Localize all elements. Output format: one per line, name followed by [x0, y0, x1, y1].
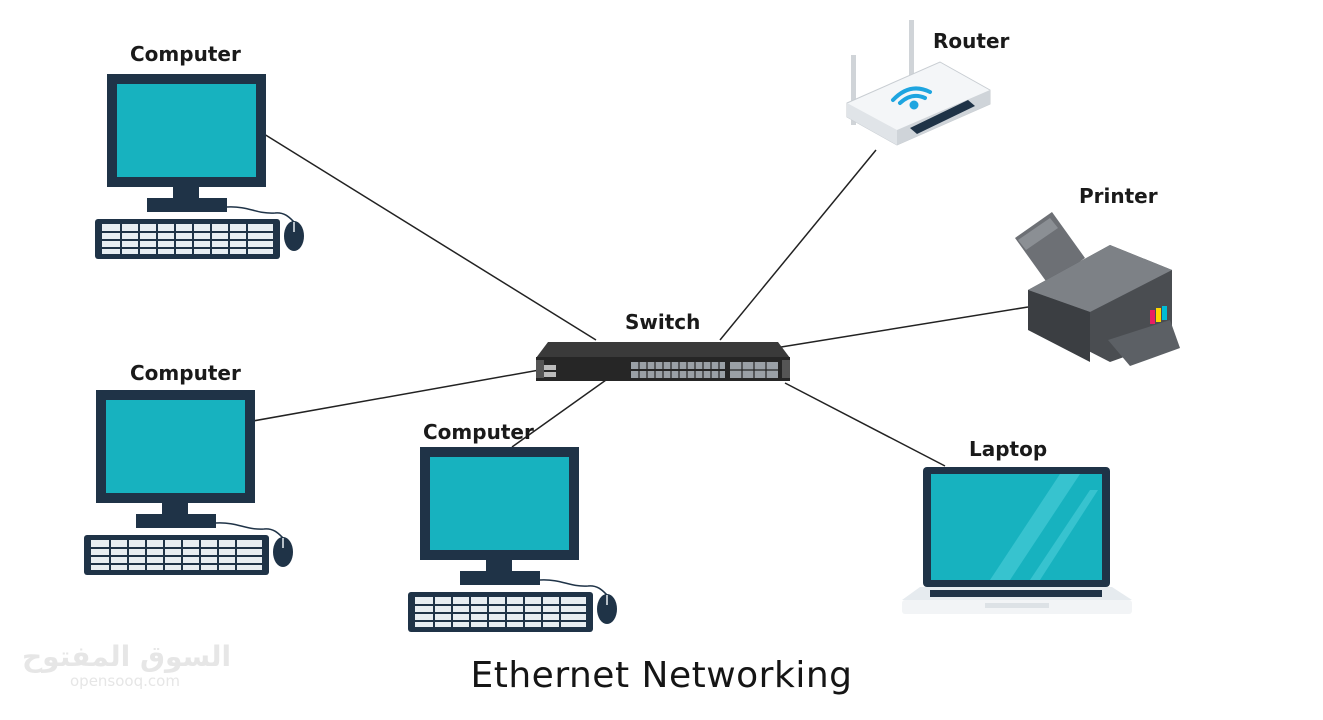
node-label-switch: Switch: [625, 310, 701, 334]
diagram-title: Ethernet Networking: [470, 655, 853, 696]
node-label-laptop: Laptop: [969, 437, 1048, 461]
link-computer-bottom: [511, 379, 607, 448]
computer-icon: [95, 74, 304, 259]
link-router: [719, 149, 877, 341]
router-icon: [846, 20, 991, 146]
wifi-icon: [891, 86, 932, 110]
node-label-computer-bottom: Computer: [423, 420, 534, 444]
computer-icon: [84, 390, 293, 575]
node-label-computer-top-left: Computer: [130, 42, 241, 66]
laptop-icon: [902, 467, 1132, 614]
computer-icon: [408, 447, 617, 632]
switch-icon: [536, 342, 790, 381]
link-laptop: [784, 382, 946, 467]
node-label-printer: Printer: [1079, 184, 1158, 208]
watermark-latin: opensooq.com: [70, 672, 180, 690]
link-computer-mid-left: [252, 368, 546, 422]
connection-lines: [252, 133, 1029, 467]
link-computer-top-left: [263, 133, 597, 341]
node-label-computer-mid-left: Computer: [130, 361, 241, 385]
watermark: السوق المفتوح opensooq.com: [22, 640, 232, 691]
watermark-arabic: السوق المفتوح: [22, 640, 232, 673]
node-label-router: Router: [933, 29, 1010, 53]
printer-icon: [1015, 212, 1180, 503]
link-printer: [774, 306, 1029, 349]
